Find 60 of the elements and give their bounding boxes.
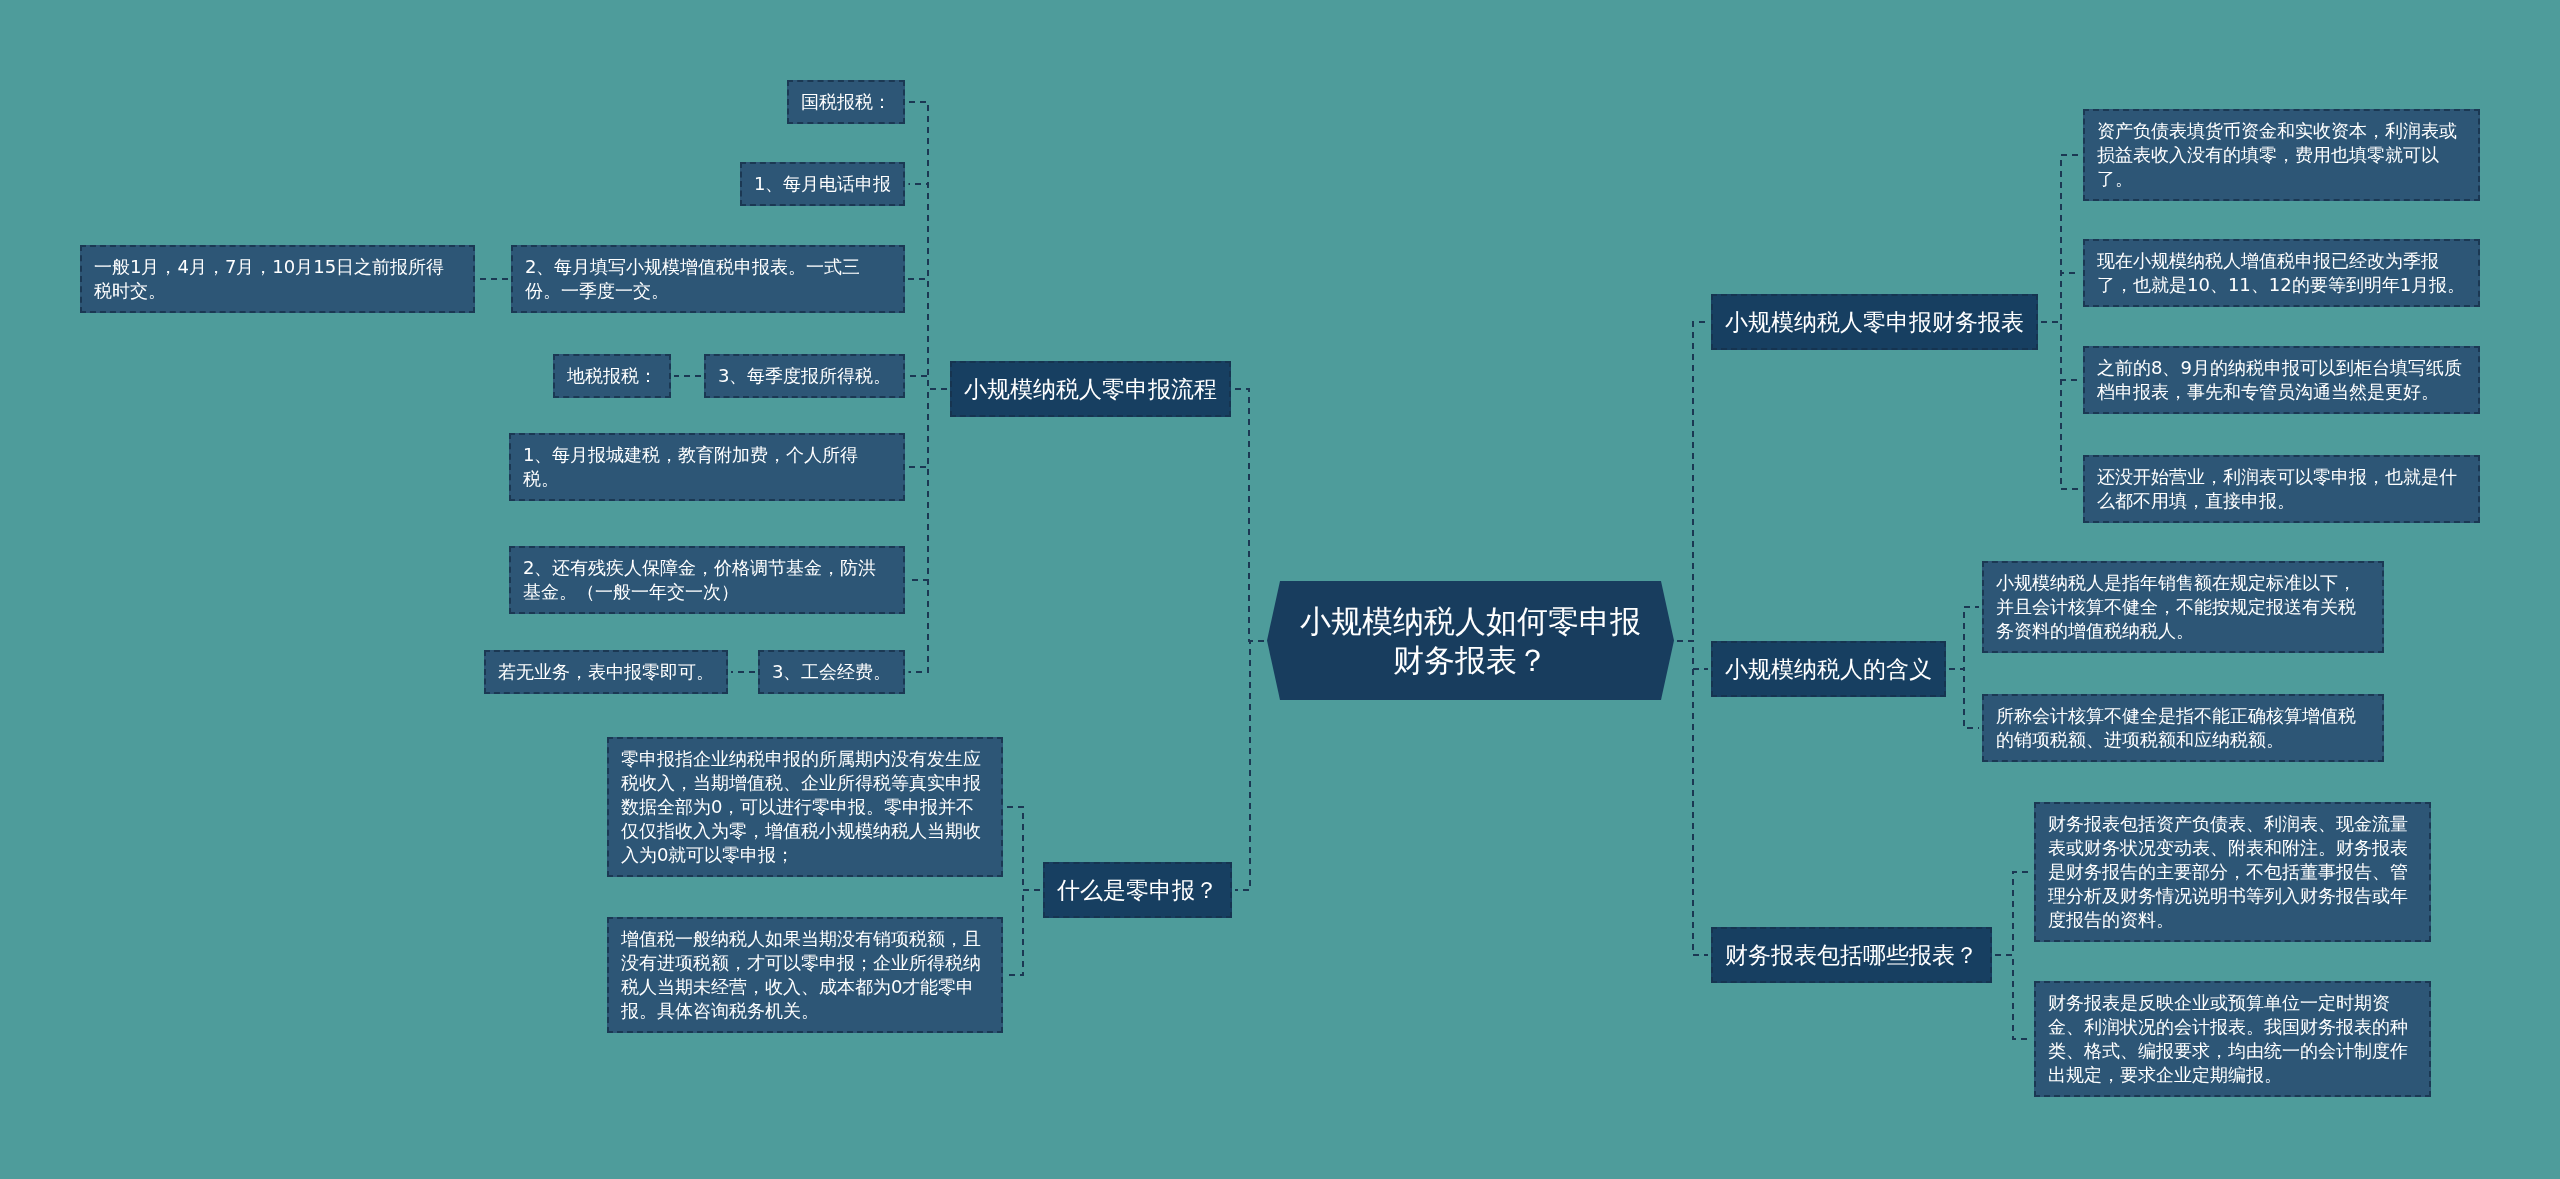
note-card: [787, 80, 905, 124]
note-text: 3、每季度报所得税。: [718, 364, 892, 388]
note-card: [2034, 981, 2431, 1097]
note-text: 2、还有残疾人保障金，价格调节基金，防洪基金。（一般一年交一次）: [523, 556, 878, 604]
note-card: [607, 917, 1003, 1033]
note-text: 现在小规模纳税人增值税申报已经改为季报了，也就是10、11、12的要等到明年1月报。: [2097, 249, 2466, 297]
branch-title: 小规模纳税人零申报财务报表: [1725, 308, 2024, 336]
note-text: 一般1月，4月，7月，10月15日之前报所得税时交。: [94, 255, 446, 303]
branch-topic: [1711, 294, 2038, 350]
note-text: 小规模纳税人是指年销售额在规定标准以下，并且会计核算不健全，不能按规定报送有关税务资料的增值税纳税人。: [1996, 571, 2357, 643]
branch-title: 什么是零申报？: [1057, 876, 1218, 904]
note-card: [740, 162, 906, 206]
note-text: 1、每月电话申报: [754, 172, 892, 196]
note-card: [758, 650, 906, 694]
note-text: 3、工会经费。: [772, 660, 892, 684]
connector-line: [477, 278, 509, 280]
note-card: [2034, 802, 2431, 942]
note-text: 若无业务，表中报零即可。: [498, 660, 714, 684]
connector-line: [1948, 668, 1980, 729]
note-card: [2083, 239, 2480, 307]
central-topic: [1267, 581, 1674, 700]
note-card: [2083, 109, 2480, 201]
connector-line: [730, 671, 756, 673]
note-text: 1、每月报城建税，教育附加费，个人所得税。: [523, 443, 860, 491]
note-text: 零申报指企业纳税申报的所属期内没有发生应税收入，当期增值税、企业所得税等真实申报数据全部为0，可以进行零申报。零申报并不仅仅指收入为零，增值税小规模纳税人当期收入为0就可以零申报；: [621, 747, 982, 867]
note-card: [511, 245, 905, 313]
note-card: [2083, 346, 2480, 414]
note-card: [509, 546, 905, 614]
note-card: [484, 650, 728, 694]
branch-title: 小规模纳税人零申报流程: [964, 375, 1217, 403]
branch-title: 小规模纳税人的含义: [1725, 655, 1932, 683]
connector-line: [1676, 640, 1709, 956]
note-text: 财务报表是反映企业或预算单位一定时期资金、利润状况的会计报表。我国财务报表的种类、格式、编报要求，均由统一的会计制度作出规定，要求企业定期编报。: [2048, 991, 2409, 1087]
note-text: 资产负债表填货币资金和实收资本，利润表或损益表收入没有的填零，费用也填零就可以了。: [2097, 119, 2458, 191]
note-card: [1982, 561, 2384, 653]
note-card: [2083, 455, 2480, 523]
branch-topic: [1043, 862, 1232, 918]
connector-line: [1234, 640, 1265, 891]
connector-line: [2040, 321, 2081, 490]
topic-title: 小规模纳税人如何零申报财务报表？: [1299, 601, 1642, 680]
note-text: 之前的8、9月的纳税申报可以到柜台填写纸质档申报表，事先和专管员沟通当然是更好。: [2097, 356, 2463, 404]
note-text: 2、每月填写小规模增值税申报表。一式三份。一季度一交。: [525, 255, 862, 303]
note-card: [553, 354, 671, 398]
branch-topic: [1711, 641, 1946, 697]
note-text: 财务报表包括资产负债表、利润表、现金流量表或财务状况变动表、附表和附注。财务报表是财务报告的主要部分，不包括董事报告、管理分析及财务情况说明书等列入财务报告或年度报告的资料。: [2048, 812, 2409, 932]
note-text: 国税报税：: [801, 90, 891, 114]
note-card: [509, 433, 905, 501]
note-text: 还没开始营业，利润表可以零申报，也就是什么都不用填，直接申报。: [2097, 465, 2458, 513]
note-card: [80, 245, 475, 313]
connector-line: [907, 388, 948, 673]
branch-topic: [950, 361, 1231, 417]
connector-line: [673, 375, 702, 377]
note-card: [1982, 694, 2384, 762]
note-card: [704, 354, 906, 398]
note-text: 所称会计核算不健全是指不能正确核算增值税的销项税额、进项税额和应纳税额。: [1996, 704, 2357, 752]
note-text: 地税报税：: [567, 364, 657, 388]
branch-title: 财务报表包括哪些报表？: [1725, 941, 1978, 969]
note-card: [607, 737, 1003, 877]
branch-topic: [1711, 927, 1992, 983]
note-text: 增值税一般纳税人如果当期没有销项税额，且没有进项税额，才可以零申报；企业所得税纳税人当期未经营，收入、成本都为0才能零申报。具体咨询税务机关。: [621, 927, 982, 1023]
